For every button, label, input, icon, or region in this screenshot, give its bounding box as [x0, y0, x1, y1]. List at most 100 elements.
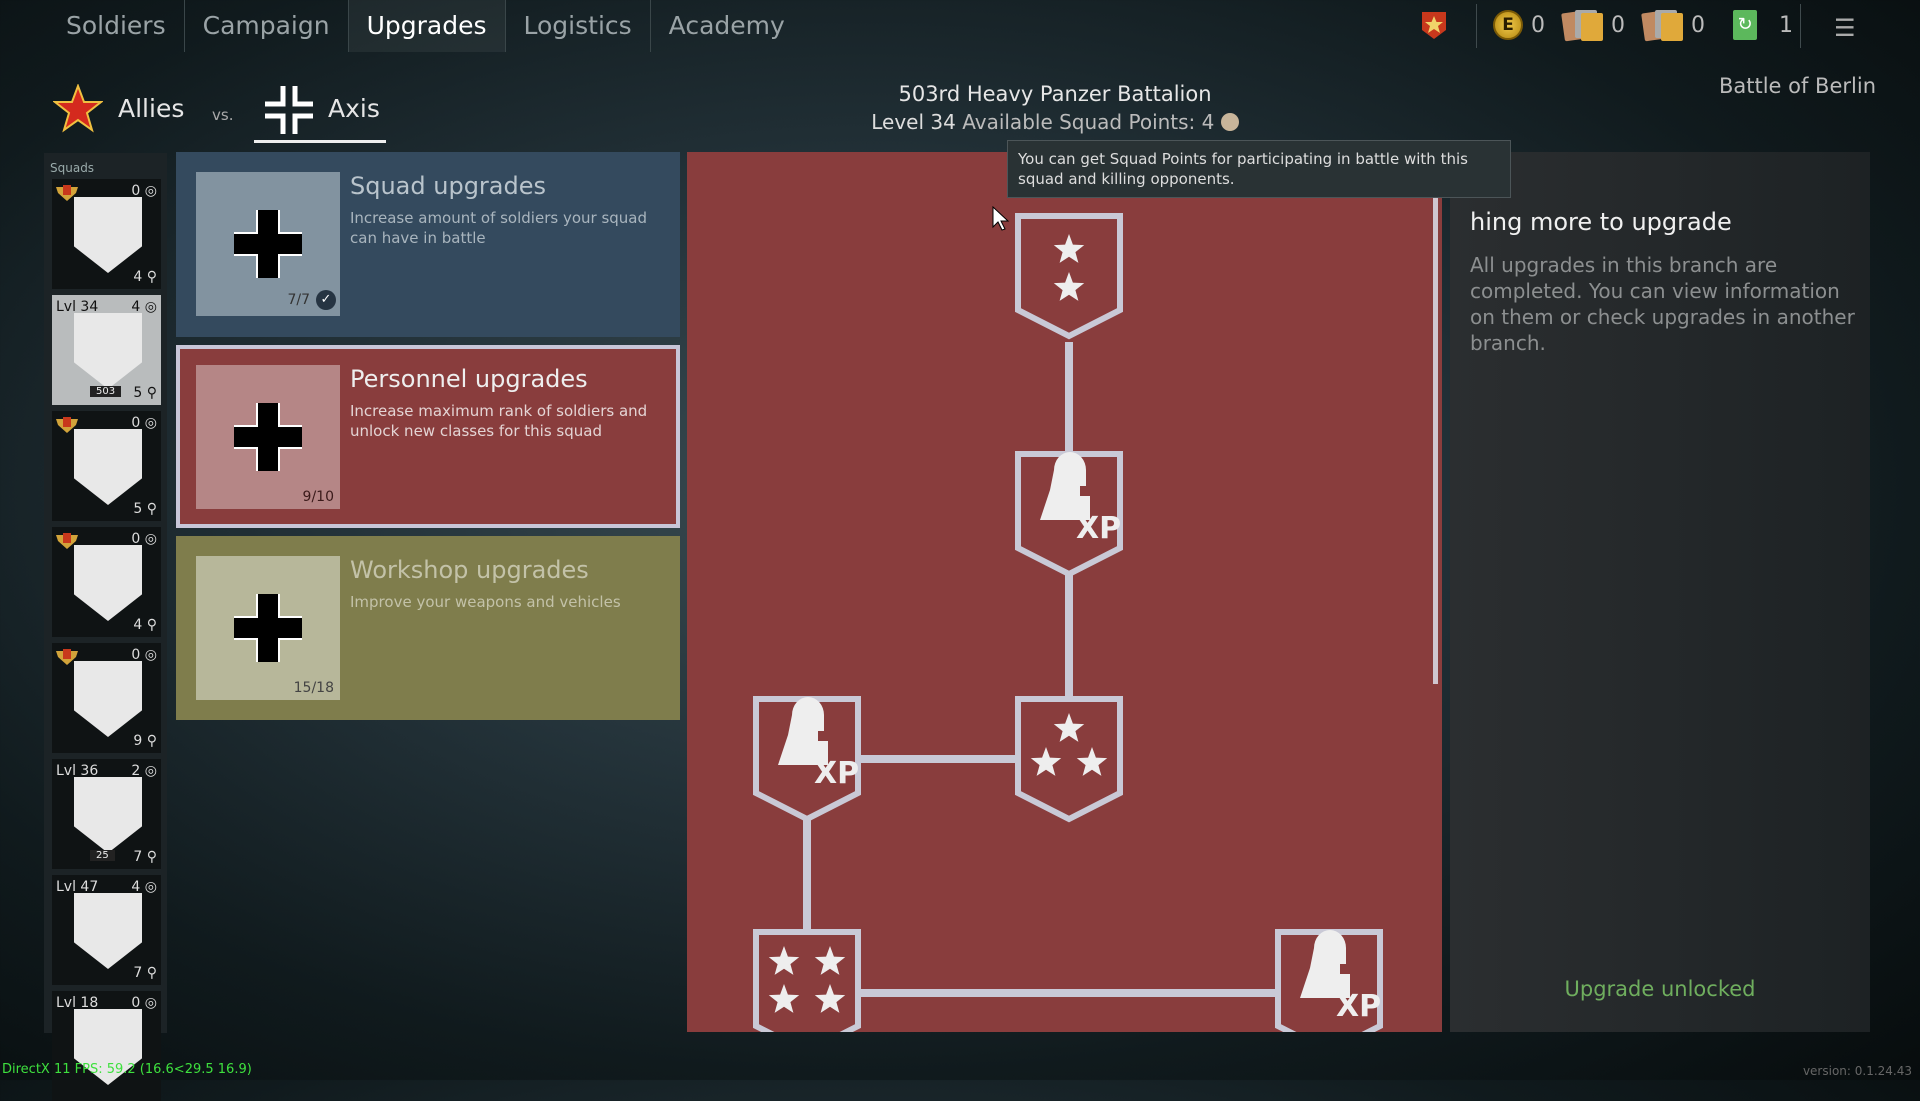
squad-level: Lvl 34: [56, 299, 99, 315]
upgrade-node-three-stars[interactable]: [1014, 695, 1124, 823]
upgrade-node-two-stars[interactable]: [1014, 212, 1124, 340]
rank-badge-icon: [56, 533, 78, 549]
branch-thumbnail: 15/18: [196, 556, 340, 700]
squad-item[interactable]: Lvl 47 4 ◎ 7 ⚲: [52, 875, 161, 985]
squad-item[interactable]: Lvl 34 4 ◎ 503 5 ⚲: [52, 295, 161, 405]
squad-size-value: 7: [133, 849, 143, 865]
squad-item[interactable]: 0 ◎ 4 ⚲: [52, 179, 161, 289]
squad-emblem-icon: [74, 777, 142, 853]
tab-logistics[interactable]: Logistics: [506, 0, 651, 52]
weapon-cards-count: 0: [1611, 12, 1625, 38]
squad-size-value: 9: [133, 733, 143, 749]
squad-points-tooltip: You can get Squad Points for participati…: [1007, 140, 1511, 198]
squad-points-label: Available Squad Points: 4: [962, 110, 1215, 134]
tab-academy[interactable]: Academy: [668, 11, 785, 40]
branch-title: Squad upgrades: [350, 172, 547, 200]
squad-size-value: 4: [133, 269, 143, 285]
squad-item[interactable]: 0 ◎ 4 ⚲: [52, 527, 161, 637]
squad-points: 2 ◎: [131, 763, 157, 779]
gold-coin-icon: E: [1493, 10, 1523, 40]
rank-shield-icon[interactable]: [1420, 10, 1448, 40]
tab-soldiers[interactable]: Soldiers: [48, 0, 185, 52]
squad-emblem-icon: [74, 661, 142, 737]
squad-level: Lvl 18: [56, 995, 99, 1011]
info-body: All upgrades in this branch are complete…: [1470, 253, 1855, 355]
upgrade-node-four-stars[interactable]: [752, 928, 862, 1032]
weapon-cards-resource[interactable]: 0: [1561, 10, 1625, 42]
squad-emblem-icon: [74, 197, 142, 273]
squad-item[interactable]: 0 ◎ 9 ⚲: [52, 643, 161, 753]
divider: [1476, 4, 1477, 48]
squad-emblem-icon: [74, 429, 142, 505]
squad-emblem-icon: [74, 313, 142, 389]
upgrade-node-xp[interactable]: XP: [1274, 928, 1384, 1032]
branch-description: Increase amount of soldiers your squad c…: [350, 209, 647, 247]
squad-points-value: 0: [131, 415, 141, 431]
squad-size: 4 ⚲: [133, 269, 157, 285]
branch-personnel-upgrades[interactable]: 9/10 Personnel upgrades Increase maximum…: [176, 345, 680, 528]
refresh-count: 1: [1779, 12, 1793, 38]
axis-cross-icon[interactable]: [263, 84, 315, 136]
squad-list: 0 ◎ 4 ⚲ Lvl 34 4 ◎ 503 5 ⚲ 0 ◎ 5 ⚲ 0 ◎ 4…: [44, 179, 167, 1101]
level-label: Level 34: [871, 110, 956, 134]
axis-faction[interactable]: Axis: [328, 94, 380, 123]
nav-spacer: [0, 0, 48, 52]
info-title: hing more to upgrade: [1470, 208, 1732, 236]
squad-emblem-icon: [74, 545, 142, 621]
upgrade-node-xp[interactable]: XP: [1014, 450, 1124, 578]
squad-points-value: 0: [131, 995, 141, 1011]
gold-count: 0: [1531, 12, 1545, 38]
allies-star-icon[interactable]: [53, 84, 103, 134]
top-nav: Soldiers Campaign Upgrades Logistics Aca…: [0, 0, 803, 52]
tree-scrollbar[interactable]: [1433, 152, 1438, 684]
squad-points-value: 0: [131, 647, 141, 663]
xp-label: XP: [814, 756, 859, 791]
squad-size: 5 ⚲: [133, 385, 157, 401]
squad-size: 5 ⚲: [133, 501, 157, 517]
soldier-cards-count: 0: [1691, 12, 1705, 38]
menu-list-icon[interactable]: ☰: [1834, 14, 1856, 42]
squad-emblem-icon: [74, 893, 142, 969]
squad-points-value: 4: [131, 299, 141, 315]
squad-points-value: 0: [131, 183, 141, 199]
iron-cross-icon: [234, 210, 302, 278]
branch-squad-upgrades[interactable]: 7/7 ✓ Squad upgrades Increase amount of …: [176, 152, 680, 337]
squads-label: Squads: [50, 161, 95, 175]
vs-label: vs.: [212, 106, 234, 124]
allies-faction[interactable]: Allies: [118, 94, 185, 123]
upgrade-info-panel: hing more to upgrade All upgrades in thi…: [1450, 152, 1870, 1032]
tree-connector: [807, 989, 1327, 997]
branch-title: Personnel upgrades: [350, 365, 588, 393]
branch-progress: 7/7: [287, 292, 310, 308]
soldier-cards-icon: [1641, 10, 1683, 42]
squad-item[interactable]: Lvl 18 0 ◎: [52, 991, 161, 1101]
squad-point-icon: [1220, 113, 1239, 131]
upgrade-tree: XP XP XP: [687, 152, 1442, 1032]
squad-points-value: 2: [131, 763, 141, 779]
rank-stars-icon: [1015, 213, 1123, 340]
tree-connector: [807, 755, 1067, 763]
squad-points: 0 ◎: [131, 995, 157, 1011]
soldier-cards-resource[interactable]: 0: [1641, 10, 1705, 42]
branch-thumbnail: 9/10: [196, 365, 340, 509]
squad-item[interactable]: Lvl 36 2 ◎ 25 7 ⚲: [52, 759, 161, 869]
weapon-cards-icon: [1561, 10, 1603, 42]
tab-campaign[interactable]: Campaign: [185, 0, 349, 52]
squad-size-value: 4: [133, 617, 143, 633]
version-label: version: 0.1.24.43: [1802, 1064, 1912, 1078]
soldier-xp-icon: XP: [1015, 451, 1123, 578]
rank-badge-icon: [56, 417, 78, 433]
upgrade-node-xp[interactable]: XP: [752, 695, 862, 823]
squad-points: 0 ◎: [131, 183, 157, 199]
tab-upgrades[interactable]: Upgrades: [348, 0, 506, 52]
refresh-resource[interactable]: ↻1: [1733, 10, 1793, 40]
squad-item[interactable]: 0 ◎ 5 ⚲: [52, 411, 161, 521]
rank-stars-icon: [753, 929, 861, 1032]
squad-points-value: 4: [131, 879, 141, 895]
branch-description: Improve your weapons and vehicles: [350, 593, 621, 611]
squad-points: 0 ◎: [131, 647, 157, 663]
squad-points: 0 ◎: [131, 415, 157, 431]
rank-badge-icon: [56, 649, 78, 665]
branch-workshop-upgrades[interactable]: 15/18 Workshop upgrades Improve your wea…: [176, 536, 680, 720]
